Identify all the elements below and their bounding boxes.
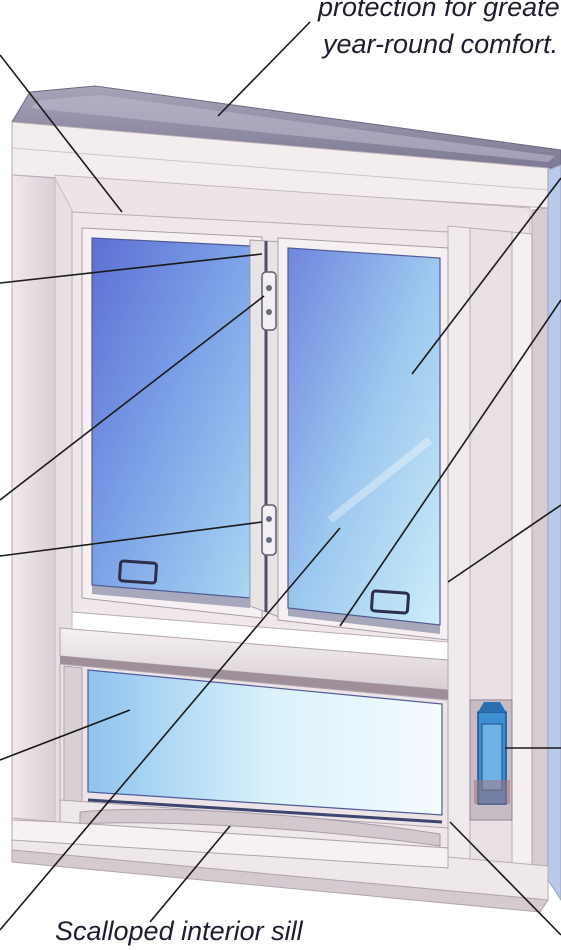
- cam-latch-icon: [262, 272, 276, 330]
- left-glass-pane: [92, 238, 250, 598]
- top-caption-line-1: protection for greate: [318, 0, 560, 26]
- bottom-caption: Scalloped interior sill: [55, 912, 303, 950]
- window-vent-icon: [474, 702, 510, 804]
- top-caption-line-2: year-round comfort.: [323, 25, 558, 63]
- left-jamb: [12, 175, 55, 840]
- cam-latch-icon: [262, 505, 276, 555]
- vent-cutaway[interactable]: [470, 700, 512, 820]
- right-glass-pane: [288, 248, 440, 625]
- left-sash: [82, 228, 262, 618]
- lower-latch[interactable]: [262, 505, 276, 555]
- leader-line-top-cap: [218, 22, 310, 116]
- upper-latch[interactable]: [262, 272, 276, 330]
- right-sash: [278, 238, 448, 640]
